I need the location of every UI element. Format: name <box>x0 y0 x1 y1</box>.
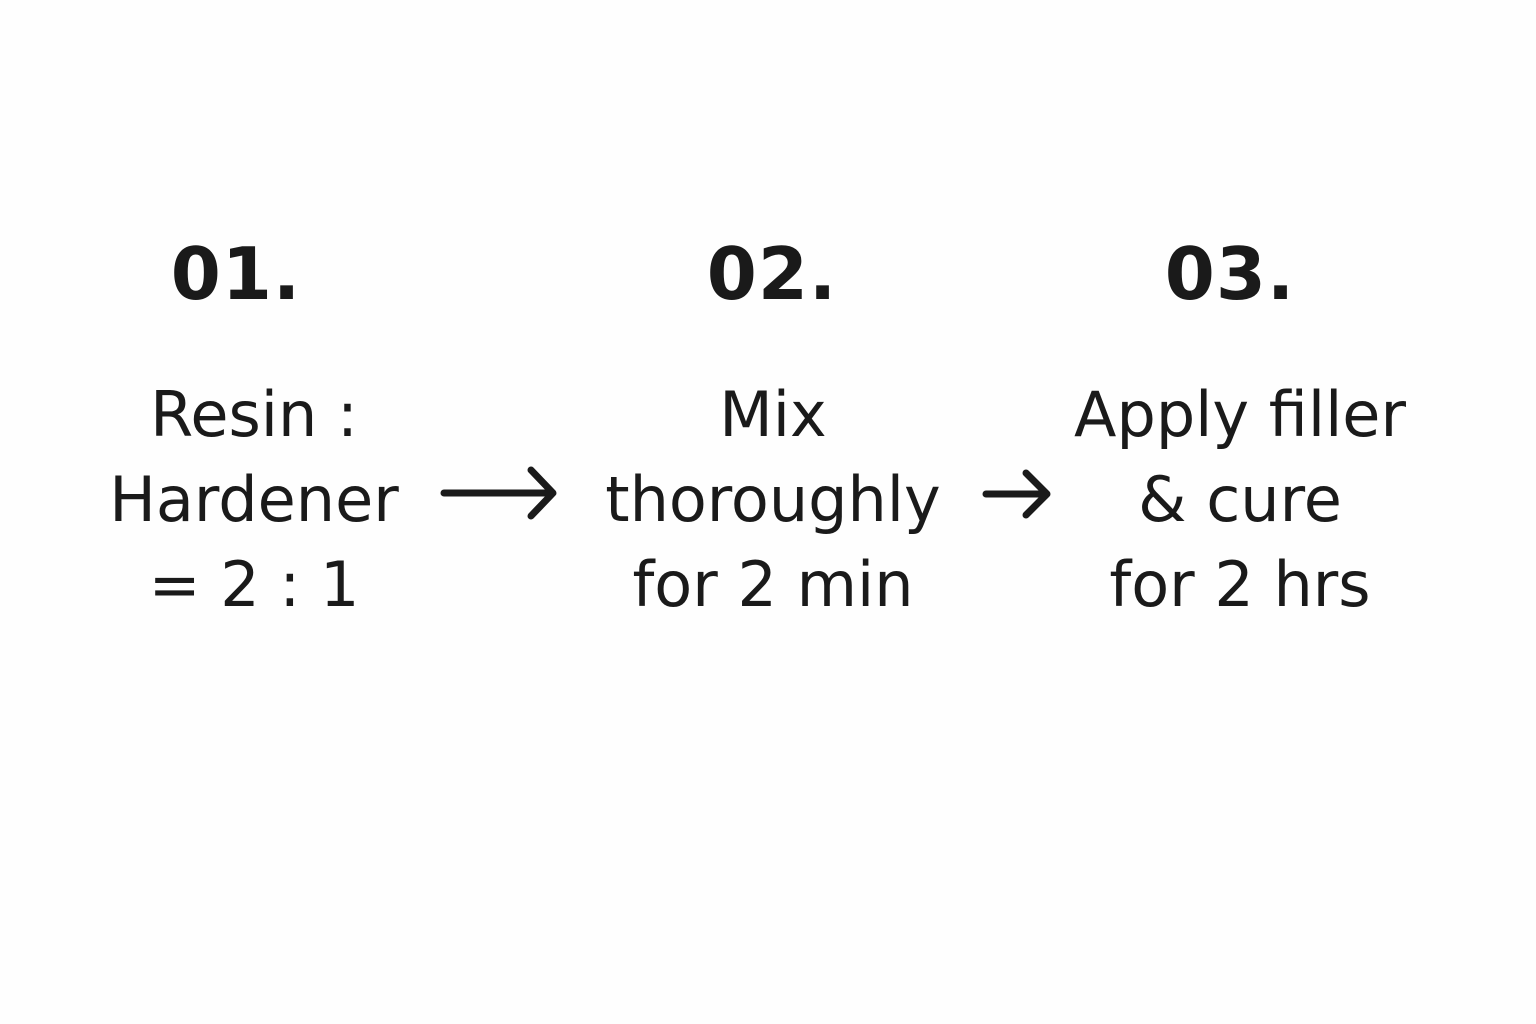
step-2-number: 02. <box>706 232 838 316</box>
long-right-arrow-icon <box>440 466 557 520</box>
step-3-line-1: Apply filler <box>1074 378 1406 451</box>
step-2-description: Mix thoroughly for 2 min <box>563 372 983 627</box>
step-1-number: 01. <box>170 232 302 316</box>
step-3-description: Apply filler & cure for 2 hrs <box>1030 372 1450 627</box>
step-1-line-2: Hardener <box>109 463 399 536</box>
step-3-number: 03. <box>1164 232 1296 316</box>
step-1-line-1: Resin : <box>150 378 358 451</box>
step-2-line-2: thoroughly <box>605 463 941 536</box>
step-1-description: Resin : Hardener = 2 : 1 <box>44 372 464 627</box>
step-3-line-3: for 2 hrs <box>1109 548 1371 621</box>
step-2-line-3: for 2 min <box>632 548 914 621</box>
right-arrow-icon <box>982 469 1051 519</box>
step-2-line-1: Mix <box>719 378 827 451</box>
step-1-line-3: = 2 : 1 <box>148 548 360 621</box>
step-3-line-2: & cure <box>1138 463 1342 536</box>
